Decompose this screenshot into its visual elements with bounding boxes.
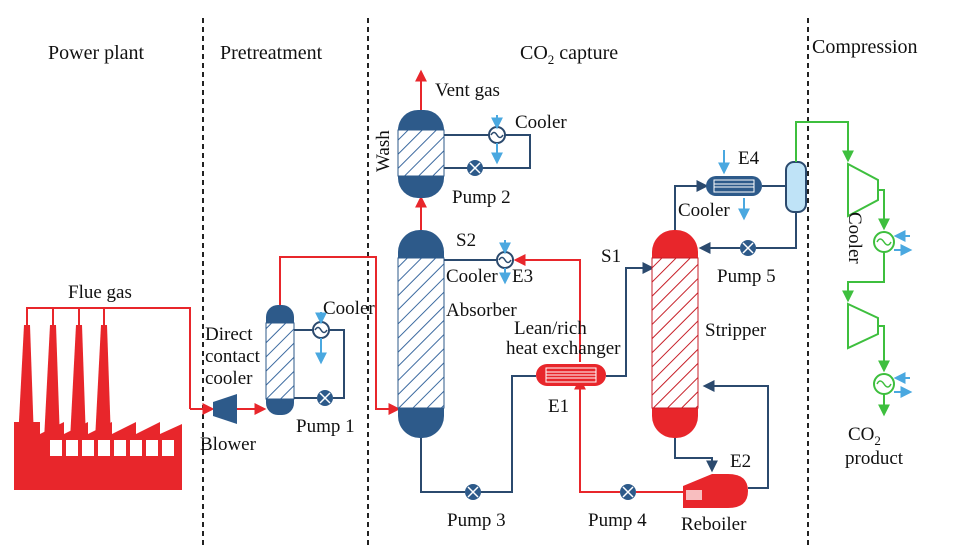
section-title-pretreatment: Pretreatment: [220, 42, 323, 64]
reboiler: [683, 474, 748, 508]
cooler-e4-label: Cooler: [678, 200, 730, 221]
dcc-label-1: Direct: [205, 324, 253, 345]
condenser-e4: [706, 176, 762, 196]
pump-5: [740, 240, 756, 256]
pump-4-label: Pump 4: [588, 510, 647, 531]
blower-label: Blower: [200, 434, 257, 455]
stripper-column: [651, 230, 699, 438]
co2-product-label-2: product: [845, 448, 904, 469]
section-title-co2-sub: 2: [548, 52, 555, 67]
dcc-label-3: cooler: [205, 368, 253, 389]
compressor-2: [847, 302, 879, 350]
co2-product-main: CO: [848, 424, 874, 445]
pump-2-label: Pump 2: [452, 187, 511, 208]
absorber-column: [397, 230, 445, 438]
stripper-label: Stripper: [705, 320, 767, 341]
section-title-compression: Compression: [812, 36, 918, 58]
wash-column: [397, 110, 445, 198]
pump-3-label: Pump 3: [447, 510, 506, 531]
lean-rich-heat-exchanger: [536, 364, 606, 386]
reflux-separator: [785, 161, 807, 213]
pump-5-label: Pump 5: [717, 266, 776, 287]
smoke-stacks: [18, 325, 111, 440]
pump-1: [317, 390, 333, 406]
vent-gas-label: Vent gas: [435, 80, 500, 101]
absorber-label: Absorber: [446, 300, 517, 321]
e2-label: E2: [730, 451, 751, 472]
blower: [213, 394, 237, 424]
section-title-co2-capture: CO2 capture: [520, 42, 618, 67]
hx-label-2: heat exchanger: [506, 338, 621, 359]
pump-4: [620, 484, 636, 500]
pump-2: [467, 160, 483, 176]
flue-gas-label: Flue gas: [68, 282, 132, 303]
e3-label: E3: [512, 266, 533, 287]
cooler-e3-label: Cooler: [446, 266, 498, 287]
cooler-pretreatment-label: Cooler: [323, 298, 375, 319]
dcc-label-2: contact: [205, 346, 261, 367]
cooler-wash-label: Cooler: [515, 112, 567, 133]
factory-windows: [50, 440, 174, 456]
direct-contact-cooler: [265, 305, 295, 415]
section-title-power-plant: Power plant: [48, 42, 145, 64]
section-dividers: [202, 18, 809, 545]
pump-3: [465, 484, 481, 500]
cooler-compression-label: Cooler: [844, 212, 865, 264]
intercooler-2: [873, 373, 895, 395]
co2-product-sub: 2: [874, 433, 881, 448]
s2-label: S2: [456, 230, 476, 251]
power-plant-factory: [14, 307, 215, 490]
section-title-co2-tail: capture: [554, 42, 618, 64]
reboiler-label: Reboiler: [681, 514, 747, 535]
hx-label-1: Lean/rich: [514, 318, 587, 339]
section-title-co2-main: CO: [520, 42, 548, 64]
pump-1-label: Pump 1: [296, 416, 355, 437]
s1-label: S1: [601, 246, 621, 267]
e4-label: E4: [738, 148, 760, 169]
intercooler-1: [873, 231, 895, 253]
compressor-1: [847, 162, 879, 218]
e1-label: E1: [548, 396, 569, 417]
co2-product-label: CO2: [848, 424, 881, 448]
wash-label: Wash: [373, 130, 394, 172]
